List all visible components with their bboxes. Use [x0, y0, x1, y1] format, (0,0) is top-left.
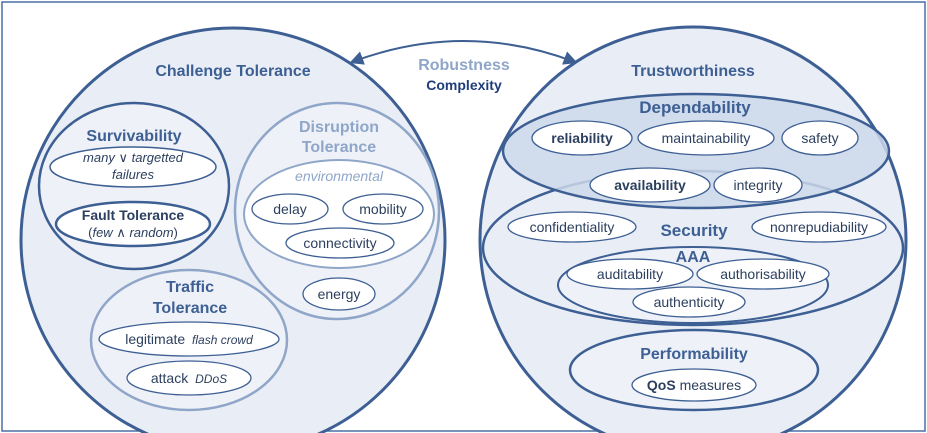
safety-ellipse: [781, 120, 859, 156]
traffic-title-line2: Tolerance: [153, 300, 228, 317]
mobility-label: mobility: [359, 201, 406, 217]
attack-text: attack DDoS: [151, 370, 227, 386]
auditability-label: auditability: [597, 266, 663, 282]
robustness-label: Robustness: [418, 57, 510, 74]
authenticity-label: authenticity: [654, 294, 725, 310]
qos-ellipse: [631, 368, 757, 402]
fault-tolerance-detail: (few ∧ random): [88, 225, 178, 240]
confidentiality-label: confidentiality: [530, 219, 615, 235]
availability-ellipse: [589, 167, 711, 203]
safety-label: safety: [801, 130, 838, 146]
fault-tolerance-title: Fault Tolerance: [82, 207, 185, 223]
reliability-ellipse: [531, 120, 633, 156]
availability-label: availability: [614, 177, 686, 193]
mobility-ellipse: [342, 193, 424, 225]
reliability-label: reliability: [551, 130, 613, 146]
nonrepudiability-ellipse: [751, 211, 887, 243]
energy-label: energy: [318, 286, 361, 302]
maintainability-ellipse: [637, 120, 775, 156]
connectivity-ellipse: [285, 227, 395, 259]
aaa-title: AAA: [676, 249, 711, 266]
delay-ellipse: [251, 193, 329, 225]
disruption-title-line2: Tolerance: [302, 139, 377, 156]
traffic-title-line1: Traffic: [166, 279, 214, 296]
integrity-ellipse: [713, 167, 803, 203]
authorisability-label: authorisability: [720, 266, 806, 282]
connectivity-label: connectivity: [303, 235, 376, 251]
failures-line1: many ∨ targetted: [83, 150, 184, 165]
legitimate-ellipse: [98, 321, 280, 357]
trustworthiness-title: Trustworthiness: [631, 63, 755, 80]
disruption-title-line1: Disruption: [299, 119, 379, 136]
challenge-tolerance-title: Challenge Tolerance: [155, 63, 310, 80]
confidentiality-ellipse: [507, 211, 637, 243]
authenticity-ellipse: [632, 286, 746, 318]
complexity-label: Complexity: [426, 77, 502, 93]
legitimate-text: legitimate flash crowd: [125, 331, 253, 347]
integrity-label: integrity: [733, 177, 782, 193]
nonrepudiability-label: nonrepudiability: [770, 219, 868, 235]
dependability-title: Dependability: [639, 98, 751, 117]
authorisability-ellipse: [696, 258, 830, 290]
environmental-label: environmental: [295, 168, 384, 184]
attack-ellipse: [126, 360, 252, 396]
maintainability-label: maintainability: [662, 130, 751, 146]
robustness-arrow: [349, 40, 578, 65]
security-title: Security: [660, 221, 728, 240]
qos-text: QoS measures: [647, 377, 741, 393]
survivability-title: Survivability: [86, 128, 181, 145]
failures-line2: failures: [112, 167, 154, 182]
performability-title: Performability: [640, 346, 748, 363]
energy-ellipse: [302, 277, 376, 311]
delay-label: delay: [273, 201, 306, 217]
auditability-ellipse: [566, 258, 694, 290]
failures-ellipse: [49, 146, 217, 188]
fault-tolerance-ellipse: [54, 200, 212, 248]
